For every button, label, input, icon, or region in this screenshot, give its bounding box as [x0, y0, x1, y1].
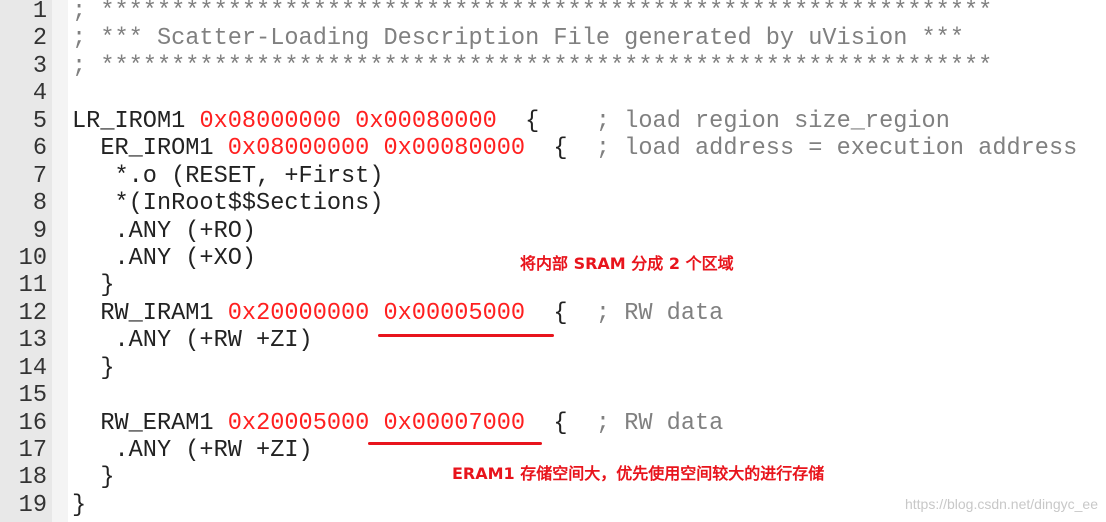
- watermark: https://blog.csdn.net/dingyc_ee: [904, 496, 1098, 512]
- line-number: 4: [32, 80, 47, 108]
- line-number: 14: [18, 354, 47, 382]
- line-code: .ANY (+RW +ZI): [72, 437, 313, 465]
- code-token: .ANY (+XO): [72, 244, 257, 272]
- code-hex-number: 0x20005000 0x00007000: [227, 409, 526, 437]
- line-code: ER_IROM1 0x08000000 0x00080000 { ; load …: [72, 135, 1077, 162]
- line-number: 5: [32, 107, 47, 135]
- code-hex-number: 0x08000000 0x00080000: [199, 107, 497, 135]
- line-code: RW_ERAM1 0x20005000 0x00007000 { ; RW da…: [72, 410, 723, 437]
- line-number: 1: [32, 0, 47, 25]
- line-code: }: [72, 492, 86, 519]
- code-token: }: [72, 354, 115, 382]
- code-token: }: [72, 464, 115, 492]
- code-token: .ANY (+RO): [72, 217, 257, 245]
- line-number: 17: [18, 437, 47, 465]
- code-comment: ; RW data: [595, 299, 724, 327]
- code-token: {: [496, 107, 596, 135]
- code-token: .ANY (+RW +ZI): [72, 437, 313, 465]
- annotation-eram-priority: ERAM1 存储空间大，优先使用空间较大的进行存储: [452, 464, 825, 483]
- line-number: 16: [18, 409, 47, 437]
- code-comment: ; load region size_region: [595, 107, 950, 135]
- line-number: 15: [18, 382, 47, 410]
- code-comment: ; **************************************…: [72, 0, 993, 25]
- line-number-gutter: [0, 0, 52, 522]
- code-token: RW_IRAM1: [72, 299, 228, 327]
- line-code: }: [72, 272, 114, 299]
- line-number: 6: [32, 135, 47, 163]
- line-number: 12: [18, 299, 47, 327]
- line-code: ; *** Scatter-Loading Description File g…: [72, 25, 964, 52]
- line-code: ; **************************************…: [72, 53, 992, 80]
- code-hex-number: 0x08000000 0x00080000: [227, 135, 526, 163]
- line-code: RW_IRAM1 0x20000000 0x00005000 { ; RW da…: [72, 300, 723, 327]
- line-code: LR_IROM1 0x08000000 0x00080000 { ; load …: [72, 108, 950, 135]
- line-number: 3: [32, 52, 47, 80]
- line-number: 13: [18, 327, 47, 355]
- code-token: *(InRoot$$Sections): [72, 190, 384, 218]
- line-number: 8: [32, 190, 47, 218]
- line-code: *(InRoot$$Sections): [72, 190, 384, 218]
- line-code: .ANY (+XO): [72, 245, 256, 272]
- code-comment: ; load address = execution address: [595, 135, 1078, 163]
- iram-size-underline: [378, 334, 554, 337]
- line-code: .ANY (+RO): [72, 218, 256, 245]
- line-code: }: [72, 464, 114, 491]
- line-number: 10: [18, 244, 47, 272]
- code-token: LR_IROM1: [72, 107, 200, 135]
- code-token: ER_IROM1: [72, 135, 228, 163]
- code-token: {: [525, 135, 596, 163]
- code-comment: ; **************************************…: [72, 52, 993, 80]
- code-token: }: [72, 491, 87, 519]
- code-token: RW_ERAM1: [72, 409, 228, 437]
- code-token: *.o (RESET, +First): [72, 162, 384, 190]
- fold-margin: [52, 0, 68, 522]
- line-code: .ANY (+RW +ZI): [72, 327, 313, 355]
- code-hex-number: 0x20000000 0x00005000: [227, 299, 526, 327]
- line-code: ; **************************************…: [72, 0, 992, 25]
- code-token: }: [72, 272, 115, 300]
- code-token: {: [525, 409, 596, 437]
- code-comment: ; RW data: [595, 409, 724, 437]
- line-number: 19: [18, 491, 47, 519]
- line-number: 18: [18, 464, 47, 492]
- line-number: 9: [32, 217, 47, 245]
- line-code: }: [72, 355, 114, 382]
- code-comment: ; *** Scatter-Loading Description File g…: [72, 25, 964, 53]
- code-token: {: [525, 299, 596, 327]
- line-number: 7: [32, 162, 47, 190]
- code-token: .ANY (+RW +ZI): [72, 327, 313, 355]
- annotation-split-sram: 将内部 SRAM 分成 2 个区域: [520, 254, 734, 273]
- line-code: *.o (RESET, +First): [72, 162, 384, 190]
- eram-size-underline: [368, 442, 542, 445]
- line-number: 11: [18, 272, 47, 300]
- line-number: 2: [32, 25, 47, 53]
